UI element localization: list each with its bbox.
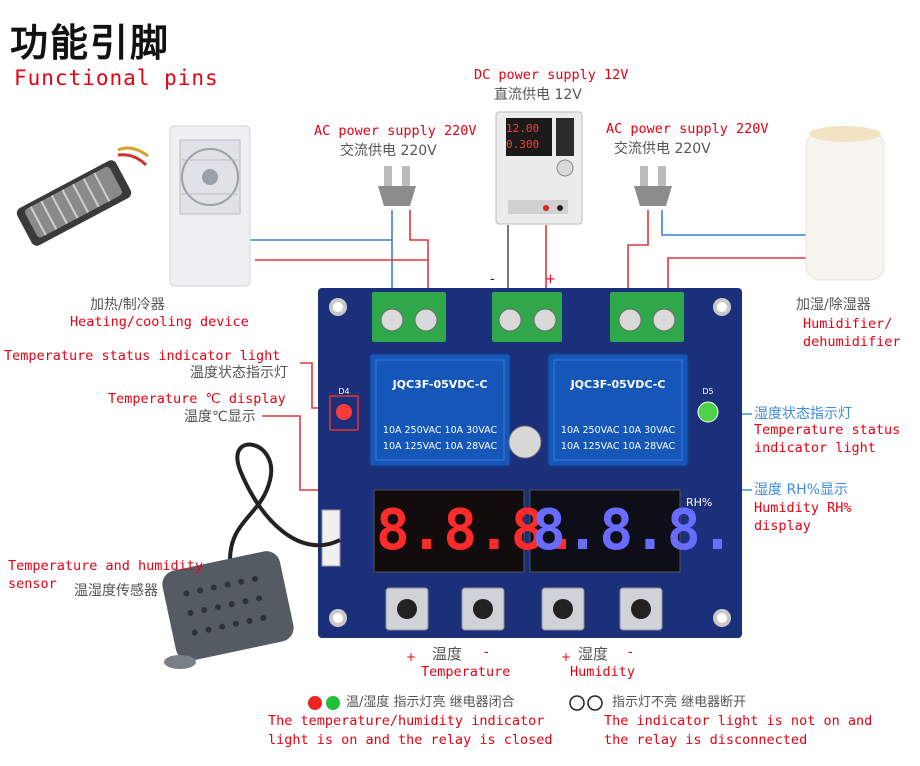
humidifier-image xyxy=(805,126,885,281)
temp-minus-label: - xyxy=(484,645,489,660)
humidity-status-led xyxy=(697,401,719,423)
legend-off-en-2: the relay is disconnected xyxy=(604,732,808,748)
heating-label-en: Heating/cooling device xyxy=(70,314,249,330)
temperature-display-frame xyxy=(373,489,525,573)
heating-label-cn: 加热/制冷器 xyxy=(90,297,165,313)
sensor-label-en-2: sensor xyxy=(8,576,57,592)
wire-plug-right-b xyxy=(661,210,806,236)
dc-supply-label-en: DC power supply 12V xyxy=(474,67,629,83)
relay-left: JQC3F-05VDC-C 10A 250VAC 10A 30VAC 10A 1… xyxy=(369,353,511,467)
legend-off-dot-2 xyxy=(587,695,603,711)
temp-cn-label: 温度 xyxy=(432,645,463,663)
sensor-label-en-1: Temperature and humidity xyxy=(8,558,204,574)
controller-board: JQC3F-05VDC-C 10A 250VAC 10A 30VAC 10A 1… xyxy=(318,288,742,638)
humidifier-label-en-1: Humidifier/ xyxy=(803,316,893,332)
wire-plug-left-b xyxy=(409,210,429,260)
ac-right-label-en: AC power supply 220V xyxy=(606,121,769,137)
rh-label: RH% xyxy=(686,496,712,509)
humidity-display-frame xyxy=(529,489,681,573)
sensor-label-cn: 温湿度传感器 xyxy=(74,583,158,599)
wire-plug-right-a xyxy=(627,210,649,300)
hum-plus-label: + xyxy=(561,650,572,664)
hum-en-label: Humidity xyxy=(570,664,636,680)
ac-plug-right xyxy=(634,166,672,206)
capacitor xyxy=(508,425,542,459)
legend-on-cn: 温/湿度 指示灯亮 继电器闭合 xyxy=(346,695,515,710)
led-left-highlight xyxy=(329,395,359,431)
led-left-label: D4 xyxy=(338,387,349,396)
relay-left-model: JQC3F-05VDC-C xyxy=(392,378,488,391)
legend-red-dot xyxy=(308,696,322,710)
sensor-connector xyxy=(321,509,341,567)
humidifier-label-cn: 加湿/除湿器 xyxy=(796,297,871,313)
relay-right-line1: 10A 250VAC 10A 30VAC xyxy=(561,425,676,436)
legend-green-dot xyxy=(326,696,340,710)
hum-display-label-cn: 湿度 RH%显示 xyxy=(754,482,849,498)
led-right-label: D5 xyxy=(702,387,713,396)
hum-display-label-en-2: display xyxy=(754,518,811,534)
dc-supply-label-cn: 直流供电 12V xyxy=(494,87,582,103)
legend-off-dot-1 xyxy=(569,695,585,711)
hum-display-label-en-1: Humidity RH% xyxy=(754,500,852,516)
page-title: 功能引脚 xyxy=(10,21,171,65)
hum-cn-label: 湿度 xyxy=(578,645,609,663)
relay-left-line2: 10A 125VAC 10A 28VAC xyxy=(383,441,498,452)
ac-left-label-en: AC power supply 220V xyxy=(314,123,477,139)
hum-status-label-en-2: indicator light xyxy=(754,440,876,456)
legend-on-en-1: The temperature/humidity indicator xyxy=(268,713,545,729)
legend-off-en-1: The indicator light is not on and xyxy=(604,713,873,729)
humidifier-label-en-2: dehumidifier xyxy=(803,334,901,350)
relay-right-line2: 10A 125VAC 10A 28VAC xyxy=(561,441,676,452)
legend-on-en-2: light is on and the relay is closed xyxy=(268,732,553,748)
dc-display-bottom: 0.300 xyxy=(506,138,540,151)
hum-status-label-cn: 湿度状态指示灯 xyxy=(754,406,852,422)
temp-plus-label: + xyxy=(406,650,417,664)
heater-element-image xyxy=(16,146,149,246)
board-buttons xyxy=(385,587,663,631)
relay-right: JQC3F-05VDC-C 10A 250VAC 10A 30VAC 10A 1… xyxy=(547,353,689,467)
ac-plug-left xyxy=(378,166,416,206)
ac-right-label-cn: 交流供电 220V xyxy=(614,141,711,157)
humidity-digits: 8.8.8. xyxy=(532,498,735,563)
hum-status-label-en-1: Temperature status xyxy=(754,422,901,438)
terminal-block-left xyxy=(372,292,446,342)
relay-left-line1: 10A 250VAC 10A 30VAC xyxy=(383,425,498,436)
fan-cooler-image xyxy=(169,125,251,287)
hum-minus-label: - xyxy=(628,645,633,660)
terminal-minus-label: - xyxy=(490,272,495,287)
terminal-plus-label: + xyxy=(545,272,556,287)
temp-en-label: Temperature xyxy=(421,664,511,680)
page-subtitle: Functional pins xyxy=(14,66,219,90)
temperature-digits: 8.8.8. xyxy=(376,498,579,563)
sensor-probe-image xyxy=(162,442,341,669)
temp-status-label-cn: 温度状态指示灯 xyxy=(190,365,288,381)
legend-off-cn: 指示灯不亮 继电器断开 xyxy=(612,695,747,710)
dc-display-top: 12.00 xyxy=(506,122,540,135)
relay-right-model: JQC3F-05VDC-C xyxy=(570,378,666,391)
wire-red-right xyxy=(667,257,806,300)
terminal-block-right xyxy=(610,292,684,342)
ac-left-label-cn: 交流供电 220V xyxy=(340,143,437,159)
temp-status-label-en: Temperature status indicator light xyxy=(4,348,281,364)
temp-display-label-cn: 温度℃显示 xyxy=(184,409,256,425)
terminal-block-center xyxy=(492,292,562,342)
temp-status-led xyxy=(336,404,352,420)
dc-power-supply-image xyxy=(495,111,583,225)
temp-display-label-en: Temperature ℃ display xyxy=(108,391,286,407)
